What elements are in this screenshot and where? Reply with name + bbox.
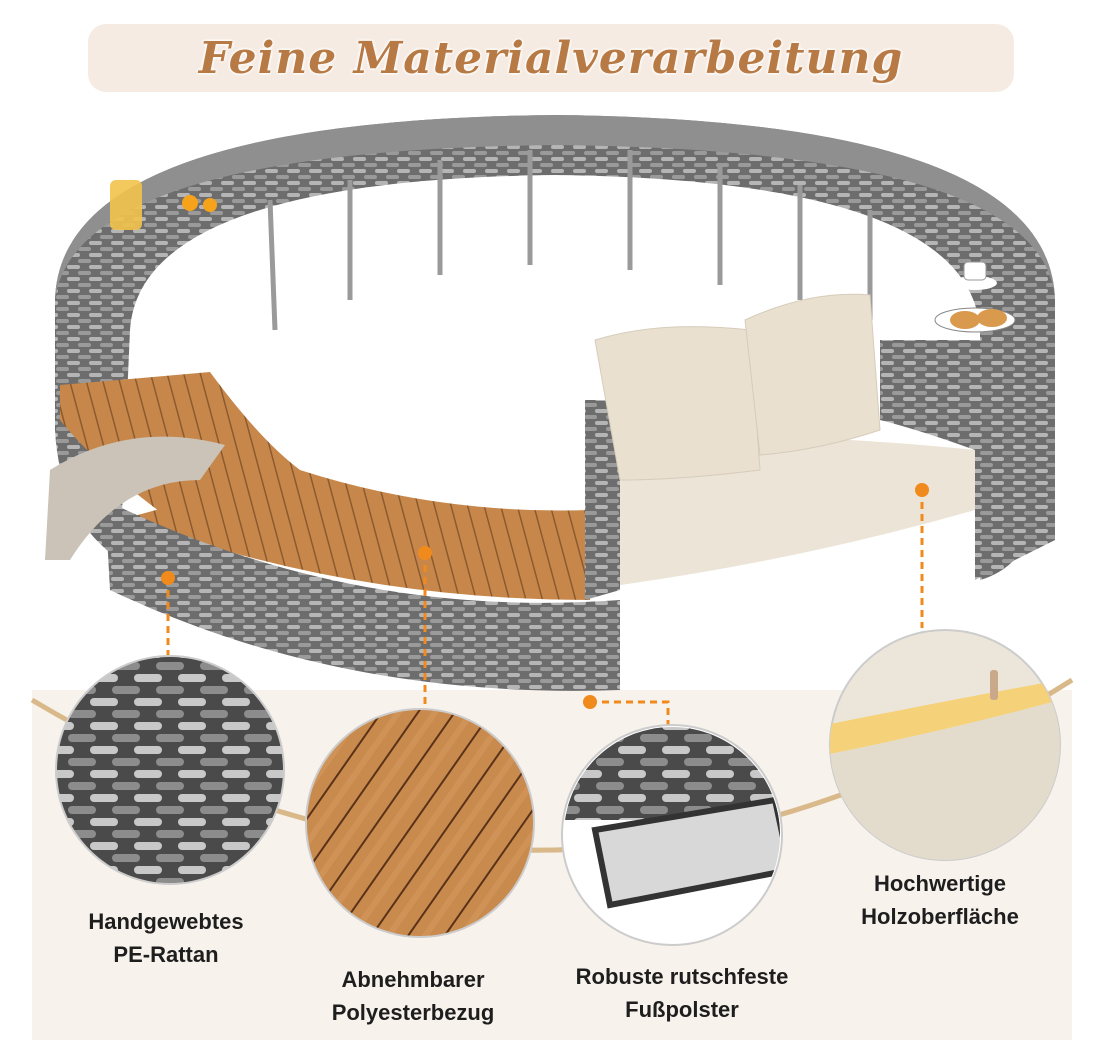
- page-title: Feine Materialverarbeitung: [198, 32, 904, 84]
- feature-label-rattan: Handgewebtes PE-Rattan: [88, 905, 243, 971]
- feature-label-line1: Handgewebtes: [88, 909, 244, 934]
- feature-label-line1: Robuste rutschfeste: [575, 964, 789, 989]
- spa-surround-product: [45, 115, 1055, 691]
- feature-label-wood: Hochwertige Holzoberfläche: [861, 867, 1019, 933]
- feature-label-line2: Polyesterbezug: [331, 1000, 495, 1025]
- callout-lines: [166, 490, 924, 728]
- feature-label-line1: Hochwertige: [873, 871, 1007, 896]
- feature-label-line1: Abnehmbarer: [341, 967, 485, 992]
- cushion-zipper-icon: [829, 629, 1061, 861]
- feature-label-cover: Abnehmbarer Polyesterbezug: [332, 963, 495, 1029]
- title-banner: Feine Materialverarbeitung: [88, 24, 1014, 92]
- rattan-weave-icon: [55, 655, 285, 885]
- wood-grain-icon: [305, 708, 535, 938]
- feature-label-line2: Fußpolster: [625, 997, 739, 1022]
- feature-label-line2: PE-Rattan: [113, 942, 219, 967]
- feature-label-line2: Holzoberfläche: [861, 904, 1019, 929]
- feature-label-footpad: Robuste rutschfeste Fußpolster: [576, 960, 789, 1026]
- callout-dots: [161, 483, 929, 709]
- foot-pad-icon: [561, 724, 783, 946]
